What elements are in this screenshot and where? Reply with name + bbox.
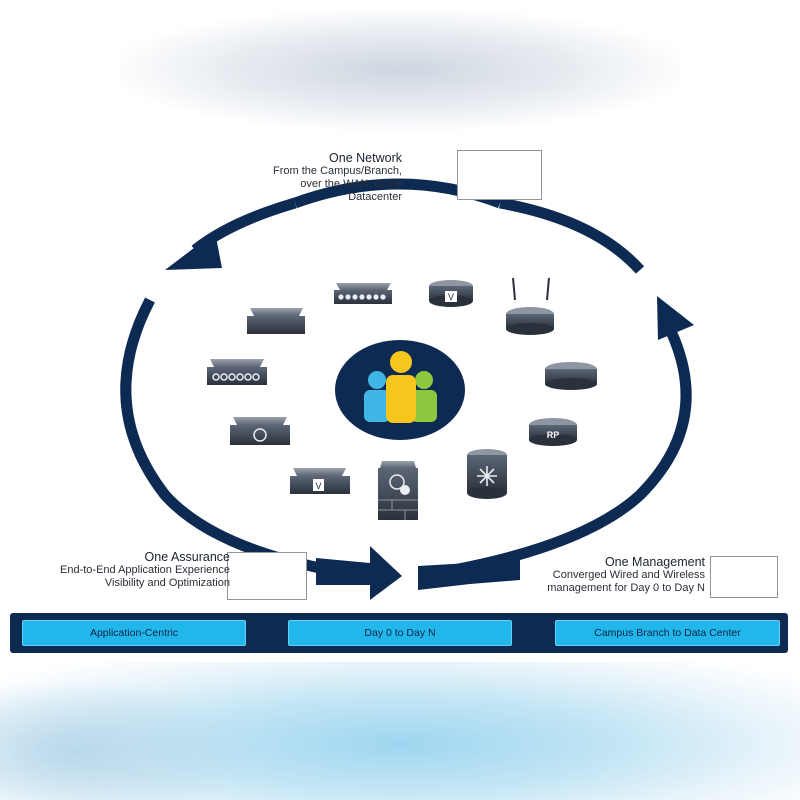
assurance-line-1: End-to-End Application Experience [60,564,230,576]
arrowhead-top-left [165,232,222,270]
management-title: One Management [604,555,705,569]
management-thumbnail [710,556,778,598]
network-line-1: From the Campus/Branch, [273,165,402,177]
arrow-bottom-left [316,546,402,600]
arrow-bottom-right [418,556,520,590]
router-rp-device: RP [529,418,577,446]
background-haze-bottom-left [0,680,260,800]
assurance-line-2: Visibility and Optimization [104,577,230,589]
switch-device-3 [207,359,267,385]
firewall-device [378,461,418,520]
network-title: One Network [329,151,402,165]
users-icon [364,351,437,423]
assurance-thumbnail [227,552,307,600]
switch-v-label: V [315,481,321,491]
cycle-arc-left [120,297,322,574]
switch-device-1 [334,283,392,304]
management-line-1: Converged Wired and Wireless [552,569,705,581]
assurance-label: One Assurance End-to-End Application Exp… [20,551,230,590]
router-rp-label: RP [547,430,560,440]
cycle-arc-top-right [499,197,645,274]
wireless-router-device [506,277,554,335]
assurance-title: One Assurance [144,550,230,564]
cycle-arc-right [424,322,692,581]
router-v-device: V [429,280,473,307]
pillar-day0-to-dayn: Day 0 to Day N [288,620,512,646]
management-label: One Management Converged Wired and Wirel… [505,556,705,595]
router-v-label: V [448,292,454,302]
switch-device-2 [247,308,305,334]
network-line-2: over the WAN, to the Datacenter [300,178,402,203]
multilayer-switch-device [467,449,507,499]
switch-device-4 [230,417,290,445]
pillar-application-centric: Application-Centric [22,620,246,646]
pillar-campus-to-datacenter: Campus Branch to Data Center [555,620,780,646]
network-label: One Network From the Campus/Branch, over… [262,152,402,204]
management-line-2: management for Day 0 to Day N [547,582,705,594]
network-thumbnail [457,150,542,200]
background-haze-top [120,10,680,130]
router-device-right [545,362,597,390]
arrowhead-right [657,296,694,340]
switch-v-device: V [290,468,350,494]
